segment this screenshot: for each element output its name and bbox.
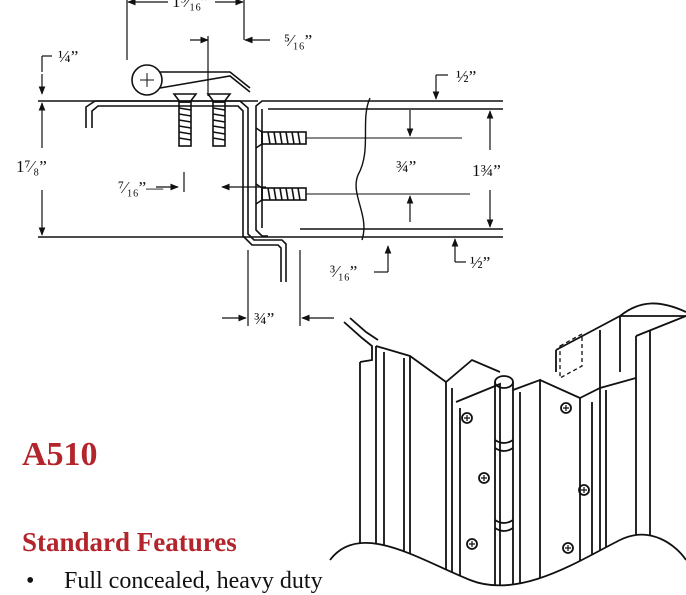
dim-frame-depth: 1⁷⁄₈” bbox=[16, 157, 47, 176]
dim-door-thickness: 1¾” bbox=[472, 161, 501, 180]
dim-leaf-offset: ³⁄₁₆” bbox=[330, 262, 357, 281]
cutaway-mask bbox=[330, 534, 686, 594]
dim-return-bottom: ½” bbox=[470, 253, 490, 272]
dimension-lines bbox=[38, 0, 494, 326]
dim-inner-span: ¾” bbox=[396, 157, 416, 176]
top-wavy-edge bbox=[619, 302, 686, 317]
dim-bottom-clearance: ¾” bbox=[254, 309, 274, 328]
dim-top-width: 1⁹⁄₁₆” bbox=[172, 0, 209, 11]
dim-screw-offset: ⁵⁄₁₆” bbox=[284, 31, 312, 50]
model-title: A510 bbox=[22, 436, 98, 473]
dim-fastener-spacing: ⁷⁄₁₆”— bbox=[118, 178, 164, 197]
feature-item: Full concealed, heavy duty bbox=[22, 568, 323, 595]
features-heading: Standard Features bbox=[22, 527, 237, 557]
dim-return-top: ½” bbox=[456, 67, 476, 86]
features-list: Full concealed, heavy duty bbox=[22, 568, 323, 595]
dim-knuckle-offset: ¼” bbox=[58, 47, 78, 66]
cutaway-edge bbox=[329, 533, 686, 587]
hinge-cross-section bbox=[38, 64, 503, 282]
